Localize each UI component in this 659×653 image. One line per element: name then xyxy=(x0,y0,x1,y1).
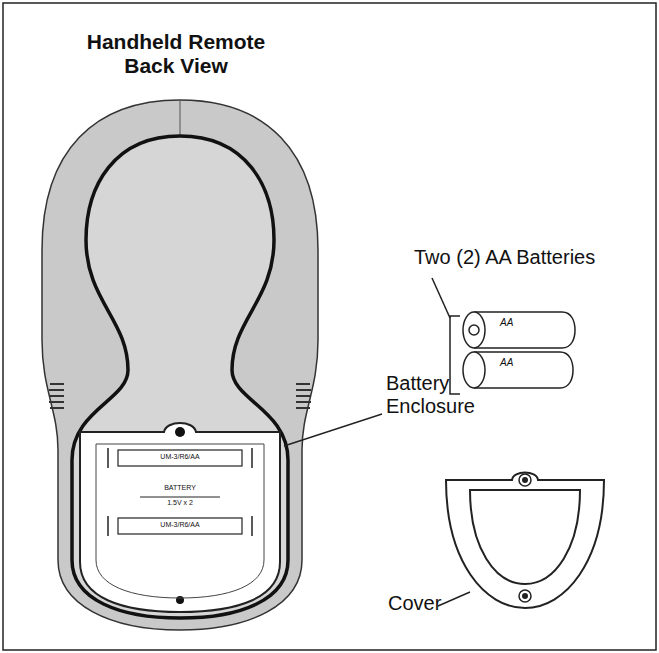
screw-hole xyxy=(519,474,531,486)
part-label: Battery Enclosure xyxy=(386,372,490,418)
speaker-grille xyxy=(49,384,311,408)
seam xyxy=(180,100,181,137)
divider xyxy=(140,497,220,498)
leader-line xyxy=(432,278,450,318)
battery-tray xyxy=(96,444,264,598)
remote-panel xyxy=(72,136,288,618)
title: Handheld Remote Back View xyxy=(78,30,274,78)
leader-line xyxy=(284,414,382,446)
screw-hole xyxy=(176,596,184,604)
slot-marking: UM-3/R6/AA xyxy=(120,453,240,461)
battery-cover xyxy=(446,473,604,609)
battery-contact xyxy=(108,448,252,536)
leader-line xyxy=(438,592,470,606)
bracket xyxy=(450,316,460,394)
slot-marking: BATTERY xyxy=(140,484,220,492)
battery-slot xyxy=(118,518,242,534)
aa-battery xyxy=(463,312,575,388)
remote-body xyxy=(42,100,318,630)
battery-mark: AA xyxy=(500,357,540,369)
part-label: Two (2) AA Batteries xyxy=(414,246,644,269)
screw-hole xyxy=(522,593,528,599)
slot-marking: 1.5V x 2 xyxy=(140,499,220,507)
frame xyxy=(3,3,656,650)
screw-hole xyxy=(522,477,528,483)
screw-hole xyxy=(175,427,185,437)
part-label: Cover xyxy=(388,592,458,615)
battery-slot xyxy=(118,450,242,466)
battery-mark: AA xyxy=(500,317,540,329)
battery-enclosure xyxy=(80,423,280,612)
screw-hole xyxy=(519,590,531,602)
slot-marking: UM-3/R6/AA xyxy=(120,521,240,529)
